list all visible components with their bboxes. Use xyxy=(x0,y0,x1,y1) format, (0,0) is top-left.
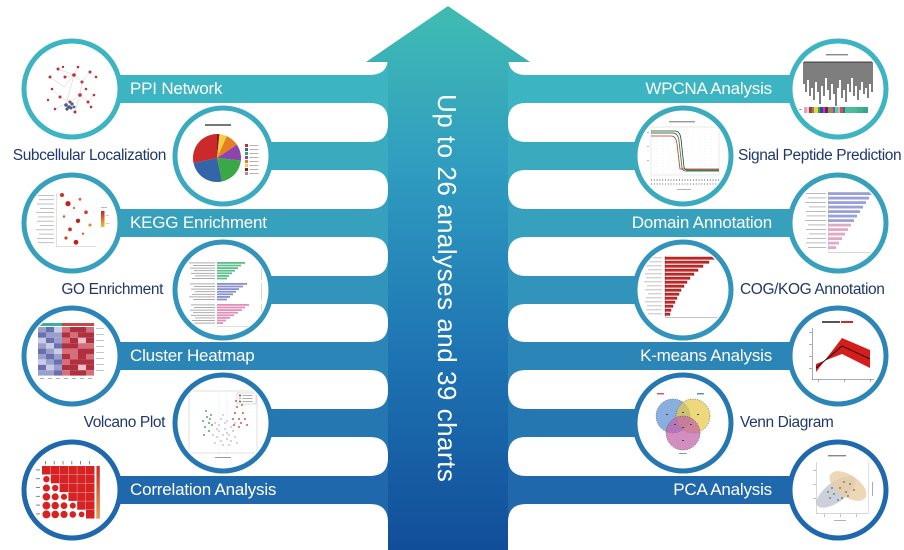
volcano-plot xyxy=(179,379,267,467)
label-domain-annotation: Domain Annotation xyxy=(631,213,772,232)
label-pca-analysis: PCA Analysis xyxy=(673,480,772,499)
arrow-headline: Up to 26 analyses and 39 charts xyxy=(432,94,462,483)
label-correlation-analysis: Correlation Analysis xyxy=(130,480,277,499)
correlation-matrix xyxy=(28,446,116,534)
label-venn-diagram: Venn Diagram xyxy=(740,414,834,431)
label-cog-kog-annotation: COG/KOG Annotation xyxy=(740,281,885,298)
wpcna-dendrogram xyxy=(794,45,882,133)
kegg-enrichment-dotplot xyxy=(28,179,116,267)
label-ppi-network: PPI Network xyxy=(130,79,223,98)
branch-band-kmeans xyxy=(446,324,840,388)
cluster-heatmap xyxy=(28,312,116,400)
branch-band-pca xyxy=(446,458,840,522)
domain-annotation-barplot xyxy=(794,179,882,267)
venn-diagram xyxy=(639,379,727,467)
label-kegg-enrichment: KEGG Enrichment xyxy=(130,213,267,232)
signal-peptide-plot xyxy=(639,112,727,200)
branch-band-domain xyxy=(446,191,840,255)
label-wpcna-analysis: WPCNA Analysis xyxy=(645,79,772,98)
go-enrichment-barplot xyxy=(179,246,267,334)
label-kmeans-analysis: K-means Analysis xyxy=(640,346,772,365)
branch-band-heatmap xyxy=(70,324,450,388)
kmeans-profile-plot xyxy=(794,312,882,400)
label-volcano-plot: Volcano Plot xyxy=(83,414,166,431)
up-arrow xyxy=(366,6,530,550)
branch-band-ppi-network xyxy=(70,57,450,121)
pca-plot xyxy=(794,446,882,534)
label-subcellular-localization: Subcellular Localization xyxy=(12,147,167,164)
ppi-network-plot xyxy=(28,45,116,133)
label-go-enrichment: GO Enrichment xyxy=(61,281,163,298)
label-cluster-heatmap: Cluster Heatmap xyxy=(130,346,255,365)
branch-band-correlation xyxy=(70,458,450,522)
branch-band-kegg xyxy=(70,191,450,255)
branch-band-wpcna xyxy=(446,57,840,121)
label-signal-peptide-prediction: Signal Peptide Prediction xyxy=(738,147,902,164)
cog-kog-barplot xyxy=(639,246,727,334)
subcellular-localization-pie xyxy=(179,112,267,200)
